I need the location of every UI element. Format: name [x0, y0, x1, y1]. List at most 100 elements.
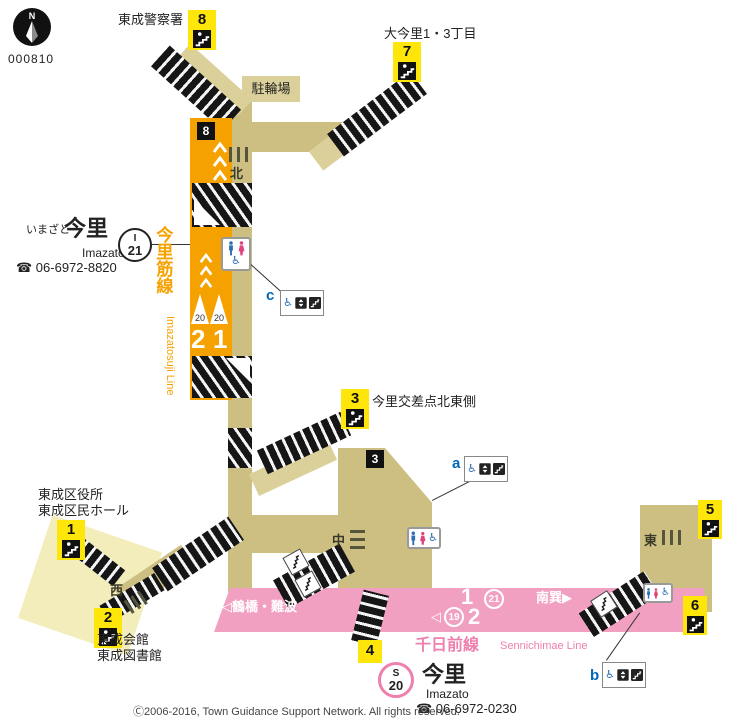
exit-stairs-icon — [702, 520, 719, 537]
exit-4-marker: 4 — [358, 640, 382, 663]
exit-3-marker: 3 — [341, 389, 369, 429]
exit8-pointer-number: 8 — [202, 124, 210, 138]
east-gate-icon — [662, 530, 682, 545]
sennichimae-line-name-en: Sennichimae Line — [500, 640, 588, 652]
next-station-number: 19 — [448, 611, 460, 623]
elevator-point-b-label: b — [590, 667, 600, 684]
exit-number: 8 — [197, 11, 207, 28]
exit-stairs-icon — [398, 62, 416, 80]
middle-corridor — [252, 515, 342, 553]
elevator-point-c-label: c — [266, 287, 275, 304]
exit8-pointer: 8 — [197, 122, 215, 140]
direction-minamitatsumi: 南巽▶ — [536, 590, 572, 605]
facility-box-b: ♿ — [602, 662, 646, 688]
toilet-icon: ♿ — [407, 527, 441, 549]
exit-6-marker: 6 — [683, 596, 707, 635]
compass-icon: N — [13, 8, 51, 46]
woman-icon — [653, 587, 659, 600]
platform-number-1: 1 — [213, 324, 228, 354]
east-gate-label: 東 — [644, 533, 658, 548]
sennichimae-station-phone: ☎ 06-6972-0230 — [416, 701, 517, 716]
stairs-steps-icon: 20 — [210, 294, 228, 324]
escalator-icon — [212, 141, 228, 181]
exit-number: 2 — [103, 609, 113, 626]
elevator-icon — [479, 463, 491, 475]
imazatosuji-station-en: Imazato — [82, 246, 125, 260]
exit-number: 7 — [402, 43, 412, 60]
civic-hall-label: 東成区民ホール — [38, 503, 130, 518]
imazatosuji-station-kana: いまざと — [26, 224, 70, 236]
intersection-label: 今里交差点北東側 — [372, 394, 477, 409]
woman-icon — [237, 241, 246, 256]
sennichimae-station-en: Imazato — [426, 687, 469, 701]
stairs-icon — [493, 463, 505, 475]
exit-number: 1 — [66, 521, 76, 538]
bike-parking-label: 駐輪場 — [242, 76, 300, 102]
middle-gate-label: 中 — [332, 533, 346, 548]
facility-box-a: ♿ — [464, 456, 508, 482]
next-station-21-badge: 21 — [484, 589, 504, 609]
woman-icon — [419, 531, 427, 546]
stairs-icon — [631, 669, 643, 681]
elevator-a-line — [432, 479, 473, 501]
wheelchair-icon: ♿ — [661, 587, 670, 598]
elevator-point-a-label: a — [452, 455, 461, 472]
wheelchair-icon: ♿ — [283, 296, 293, 309]
library-label: 東成図書館 — [97, 648, 163, 663]
exit-stairs-icon — [62, 540, 80, 558]
imazatosuji-line-name: 今里筋線 — [153, 226, 173, 294]
exit-number: 3 — [350, 390, 360, 407]
arrow-left: ◁ — [431, 609, 441, 624]
sennichimae-station-number-badge: S 20 — [378, 662, 414, 698]
exit-number: 5 — [705, 501, 715, 518]
exit-2-marker: 2 — [94, 608, 122, 648]
sennichimae-station-name: 今里 — [422, 662, 467, 687]
toilet-icon: ♿ — [643, 583, 673, 603]
svg-text:N: N — [29, 11, 36, 21]
oimazato-label: 大今里1・3丁目 — [384, 26, 477, 41]
exit-number: 6 — [690, 597, 700, 614]
ward-office-label: 東成区役所 — [38, 487, 104, 502]
stairs-corridor — [228, 428, 252, 468]
man-icon — [646, 587, 651, 600]
station-number: 21 — [127, 242, 143, 258]
next-station-19-badge: 19 — [444, 607, 464, 627]
facility-box-c: ♿ — [280, 290, 324, 316]
imazatosuji-line-name-en: Imazatosuji Line — [164, 316, 177, 396]
sennichimae-platform-1: 1 — [461, 584, 474, 609]
direction-tsuruhashi-namba: ◁鶴橋・難波 — [222, 599, 297, 614]
escalator-icon — [199, 252, 213, 288]
map-code: 000810 — [8, 52, 55, 66]
copyright: Ⓒ2006-2016, Town Guidance Support Networ… — [133, 706, 460, 718]
man-icon — [227, 241, 235, 256]
platform-stairs-upper — [192, 183, 252, 227]
line-letter: S — [392, 667, 400, 679]
exit-stairs-icon — [346, 409, 364, 427]
police-label: 東成警察署 — [118, 12, 184, 27]
next-station-number: 21 — [488, 593, 500, 605]
exit-1-marker: 1 — [57, 520, 85, 560]
platform-number-2: 2 — [191, 324, 206, 354]
elevator-icon — [295, 297, 307, 309]
stairs-steps-icon: 20 — [191, 294, 209, 324]
toilet-icon: ♿ — [221, 237, 251, 271]
imazatosuji-station-number-badge: I 21 — [118, 228, 152, 262]
line-letter: I — [133, 232, 137, 244]
svg-text:20: 20 — [214, 313, 224, 323]
exit-stairs-icon — [687, 616, 704, 633]
imazatosuji-station-name: 今里 — [64, 216, 109, 241]
wheelchair-icon: ♿ — [231, 255, 241, 267]
bike-parking-text: 駐輪場 — [251, 81, 291, 97]
station-number: 20 — [388, 677, 404, 693]
exit-number: 4 — [365, 642, 375, 659]
platform-stairs-lower — [192, 356, 252, 398]
north-gate-label: 北 — [230, 166, 244, 181]
sennichimae-platform-2: 2 — [468, 604, 481, 629]
exit-stairs-icon — [193, 30, 211, 48]
imazatosuji-station-phone: ☎ 06-6972-8820 — [16, 260, 117, 275]
wheelchair-icon: ♿ — [467, 462, 477, 475]
west-gate-label: 西 — [110, 583, 124, 598]
north-gate-icon — [229, 147, 251, 162]
kaikan-label: 東成会館 — [97, 632, 150, 647]
